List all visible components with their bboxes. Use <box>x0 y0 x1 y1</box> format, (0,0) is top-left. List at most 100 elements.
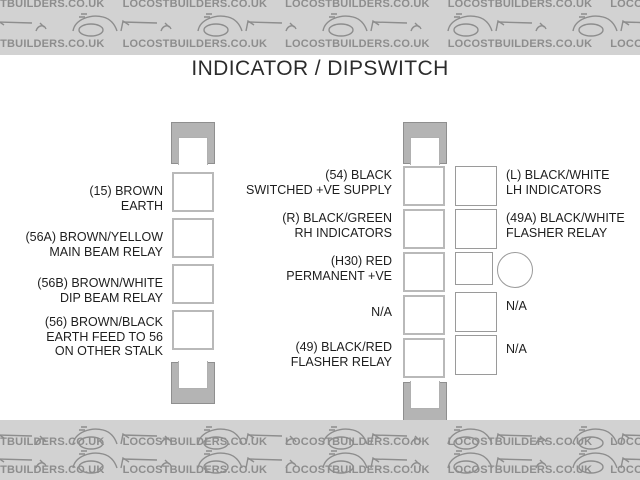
right-outer-pin-1-label: (L) BLACK/WHITE LH INDICATORS <box>506 168 640 197</box>
locost-car-icon <box>565 424 640 450</box>
right-inner-pin-5-label: (49) BLACK/RED FLASHER RELAY <box>218 340 392 369</box>
locost-car-icon <box>190 448 315 474</box>
watermark-text: LOCOSTBUILDERS.CO.UK <box>285 38 430 50</box>
locost-car-icon <box>440 448 565 474</box>
left-pin-1-label-line1: (15) BROWN <box>89 184 163 198</box>
watermark-car-row <box>0 448 640 474</box>
watermark-text: LOCOSTBUILDERS.CO.UK <box>447 0 593 10</box>
locost-car-icon <box>315 448 440 474</box>
watermark-car-row <box>0 11 640 37</box>
connector-cap-bottom <box>403 381 447 424</box>
connector-cap-top <box>171 122 215 165</box>
right-inner-pin-4-label: N/A <box>218 305 392 320</box>
left-pin-4-label: (56) BROWN/BLACK EARTH FEED TO 56 ON OTH… <box>0 315 163 359</box>
locost-car-icon <box>0 424 65 450</box>
right-outer-pin-4-label: N/A <box>506 299 640 314</box>
right-inner-pin-4[interactable] <box>403 295 445 335</box>
left-pin-2-label-line2: MAIN BEAM RELAY <box>49 244 163 259</box>
watermark-text: LOCOSTBUILDERS.CO.UK <box>610 38 640 50</box>
right-inner-pin-1-label-line1: (54) BLACK <box>325 168 392 182</box>
left-pin-1-label-line2: EARTH <box>120 198 163 213</box>
watermark-text: LOCOSTBUILDERS.CO.UK <box>0 464 105 476</box>
right-outer-pin-2-label-line2: FLASHER RELAY <box>506 225 608 240</box>
right-outer-pin-1[interactable] <box>455 166 497 206</box>
watermark-text: LOCOSTBUILDERS.CO.UK <box>285 464 430 476</box>
locost-car-icon <box>315 11 440 37</box>
watermark-band-top: LOCOSTBUILDERS.CO.UK LOCOSTBUILDERS.CO.UK… <box>0 0 640 55</box>
watermark-text: LOCOSTBUILDERS.CO.UK <box>610 0 640 10</box>
locost-car-icon <box>65 424 190 450</box>
locost-car-icon <box>190 11 315 37</box>
locost-car-icon <box>0 448 65 474</box>
locost-car-icon <box>565 11 640 37</box>
left-pin-2-label: (56A) BROWN/YELLOW MAIN BEAM RELAY <box>0 230 163 259</box>
unlabelled-round-pin[interactable] <box>497 252 533 288</box>
right-inner-pin-3-label-line2: PERMANENT +VE <box>286 268 392 283</box>
watermark-car-row <box>0 424 640 450</box>
right-outer-pin-5[interactable] <box>455 335 497 375</box>
right-outer-pin-4[interactable] <box>455 292 497 332</box>
watermark-text-row: LOCOSTBUILDERS.CO.UK LOCOSTBUILDERS.CO.UK… <box>0 38 640 50</box>
watermark-text-row: LOCOSTBUILDERS.CO.UK LOCOSTBUILDERS.CO.UK… <box>0 0 640 10</box>
right-outer-pin-3[interactable] <box>455 252 493 285</box>
right-inner-pin-3[interactable] <box>403 252 445 292</box>
right-outer-pin-2[interactable] <box>455 209 497 249</box>
watermark-text: LOCOSTBUILDERS.CO.UK <box>122 0 268 10</box>
locost-car-icon <box>565 448 640 474</box>
right-outer-pin-5-label: N/A <box>506 342 640 357</box>
left-pin-4[interactable] <box>172 310 214 350</box>
connector-cap-top <box>403 122 447 165</box>
watermark-text: LOCOSTBUILDERS.CO.UK <box>0 0 105 10</box>
left-pin-3[interactable] <box>172 264 214 304</box>
locost-car-icon <box>440 424 565 450</box>
right-inner-pin-1[interactable] <box>403 166 445 206</box>
watermark-text: LOCOSTBUILDERS.CO.UK <box>447 464 593 476</box>
right-inner-pin-1-label-line2: SWITCHED +VE SUPPLY <box>246 182 392 197</box>
watermark-text: LOCOSTBUILDERS.CO.UK <box>285 0 430 10</box>
right-inner-pin-3-label: (H30) RED PERMANENT +VE <box>218 254 392 283</box>
right-outer-pin-2-label-line1: (49A) BLACK/WHITE <box>506 211 625 225</box>
page-title: INDICATOR / DIPSWITCH <box>191 57 449 80</box>
right-inner-pin-5-label-line1: (49) BLACK/RED <box>295 340 392 354</box>
right-outer-pin-4-label-line1: N/A <box>506 299 527 313</box>
left-pin-4-label-line2: EARTH FEED TO 56 <box>46 329 163 344</box>
right-outer-pin-2-label: (49A) BLACK/WHITE FLASHER RELAY <box>506 211 640 240</box>
watermark-text: LOCOSTBUILDERS.CO.UK <box>610 464 640 476</box>
left-pin-2-label-line1: (56A) BROWN/YELLOW <box>25 230 163 244</box>
watermark-text: LOCOSTBUILDERS.CO.UK <box>447 436 593 448</box>
left-pin-3-label-line2: DIP BEAM RELAY <box>59 290 163 305</box>
left-pin-3-label-line1: (56B) BROWN/WHITE <box>37 276 163 290</box>
watermark-band-bottom: LOCOSTBUILDERS.CO.UK LOCOSTBUILDERS.CO.UK… <box>0 420 640 480</box>
locost-car-icon <box>440 11 565 37</box>
right-inner-pin-2-label-line1: (R) BLACK/GREEN <box>282 211 392 225</box>
locost-car-icon <box>0 11 65 37</box>
locost-car-icon <box>65 448 190 474</box>
locost-car-icon <box>190 424 315 450</box>
watermark-text: LOCOSTBUILDERS.CO.UK <box>0 436 105 448</box>
right-inner-pin-2-label: (R) BLACK/GREEN RH INDICATORS <box>218 211 392 240</box>
left-pin-1-label: (15) BROWN EARTH <box>0 184 163 213</box>
watermark-text-row: LOCOSTBUILDERS.CO.UK LOCOSTBUILDERS.CO.UK… <box>0 436 640 448</box>
left-pin-2[interactable] <box>172 218 214 258</box>
right-inner-pin-3-label-line1: (H30) RED <box>330 254 392 268</box>
right-outer-pin-5-label-line1: N/A <box>506 342 527 356</box>
right-inner-pin-5-label-line2: FLASHER RELAY <box>290 354 392 369</box>
watermark-text-row: LOCOSTBUILDERS.CO.UK LOCOSTBUILDERS.CO.UK… <box>0 464 640 476</box>
right-inner-pin-4-label-line1: N/A <box>371 305 392 319</box>
right-inner-pin-2[interactable] <box>403 209 445 249</box>
left-pin-4-label-line3: ON OTHER STALK <box>54 344 163 358</box>
right-outer-pin-1-label-line1: (L) BLACK/WHITE <box>506 168 610 182</box>
left-pin-3-label: (56B) BROWN/WHITE DIP BEAM RELAY <box>0 276 163 305</box>
watermark-text: LOCOSTBUILDERS.CO.UK <box>285 436 430 448</box>
watermark-text: LOCOSTBUILDERS.CO.UK <box>0 38 105 50</box>
locost-car-icon <box>315 424 440 450</box>
right-inner-pin-1-label: (54) BLACK SWITCHED +VE SUPPLY <box>218 168 392 197</box>
connector-cap-bottom <box>171 361 215 404</box>
left-pin-1[interactable] <box>172 172 214 212</box>
right-outer-pin-1-label-line2: LH INDICATORS <box>506 182 602 197</box>
watermark-text: LOCOSTBUILDERS.CO.UK <box>122 436 268 448</box>
watermark-text: LOCOSTBUILDERS.CO.UK <box>122 38 268 50</box>
watermark-text: LOCOSTBUILDERS.CO.UK <box>122 464 268 476</box>
right-inner-pin-5[interactable] <box>403 338 445 378</box>
